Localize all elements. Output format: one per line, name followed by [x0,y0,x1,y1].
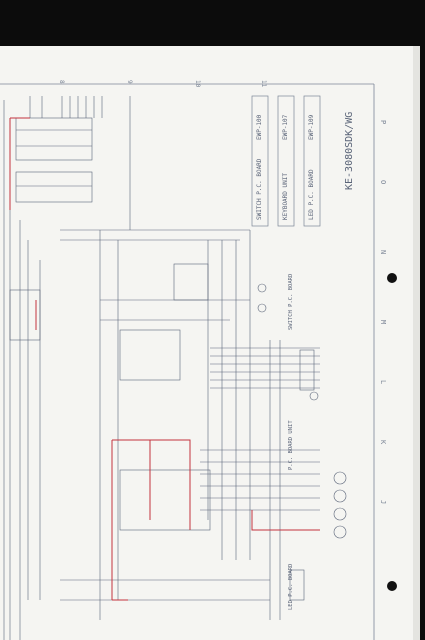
board-name-switch: SWITCH P.C. BOARD [256,158,263,220]
board-unit-label: P.C. BOARD UNIT [288,420,294,470]
highlight-traces [9,117,320,601]
binder-hole-bottom [387,581,397,591]
board-code-keyboard: EWP-107 [282,114,289,140]
board-code-led: EWP-109 [308,114,315,140]
grid-col-10: 10 [194,80,201,88]
board-name-keyboard: KEYBOARD UNIT [282,173,289,220]
grid-row-l: L [379,380,387,384]
led-board-label: LED P.C. BOARD [288,564,294,610]
grid-row-p: P [379,120,387,124]
switch-board-label: SWITCH P.C. BOARD [288,274,294,330]
board-name-led: LED P.C. BOARD [308,169,315,220]
model-number: KE-3080SDK/WG [344,112,355,190]
grid-col-9: 9 [126,80,133,84]
grid-col-8: 8 [58,80,65,84]
grid-row-o: O [379,180,387,184]
board-code-switch: EWP-100 [256,114,263,140]
title-block [251,95,321,227]
paper-shadow-edge [413,46,420,640]
grid-row-n: N [379,250,387,254]
paper [0,46,420,640]
grid-row-m: M [379,320,387,324]
grid-row-k: K [379,440,387,445]
grid-row-j: J [379,500,387,504]
grid-col-11: 11 [260,80,267,88]
schematic-wiring [3,96,347,640]
binder-hole-top [387,273,397,283]
